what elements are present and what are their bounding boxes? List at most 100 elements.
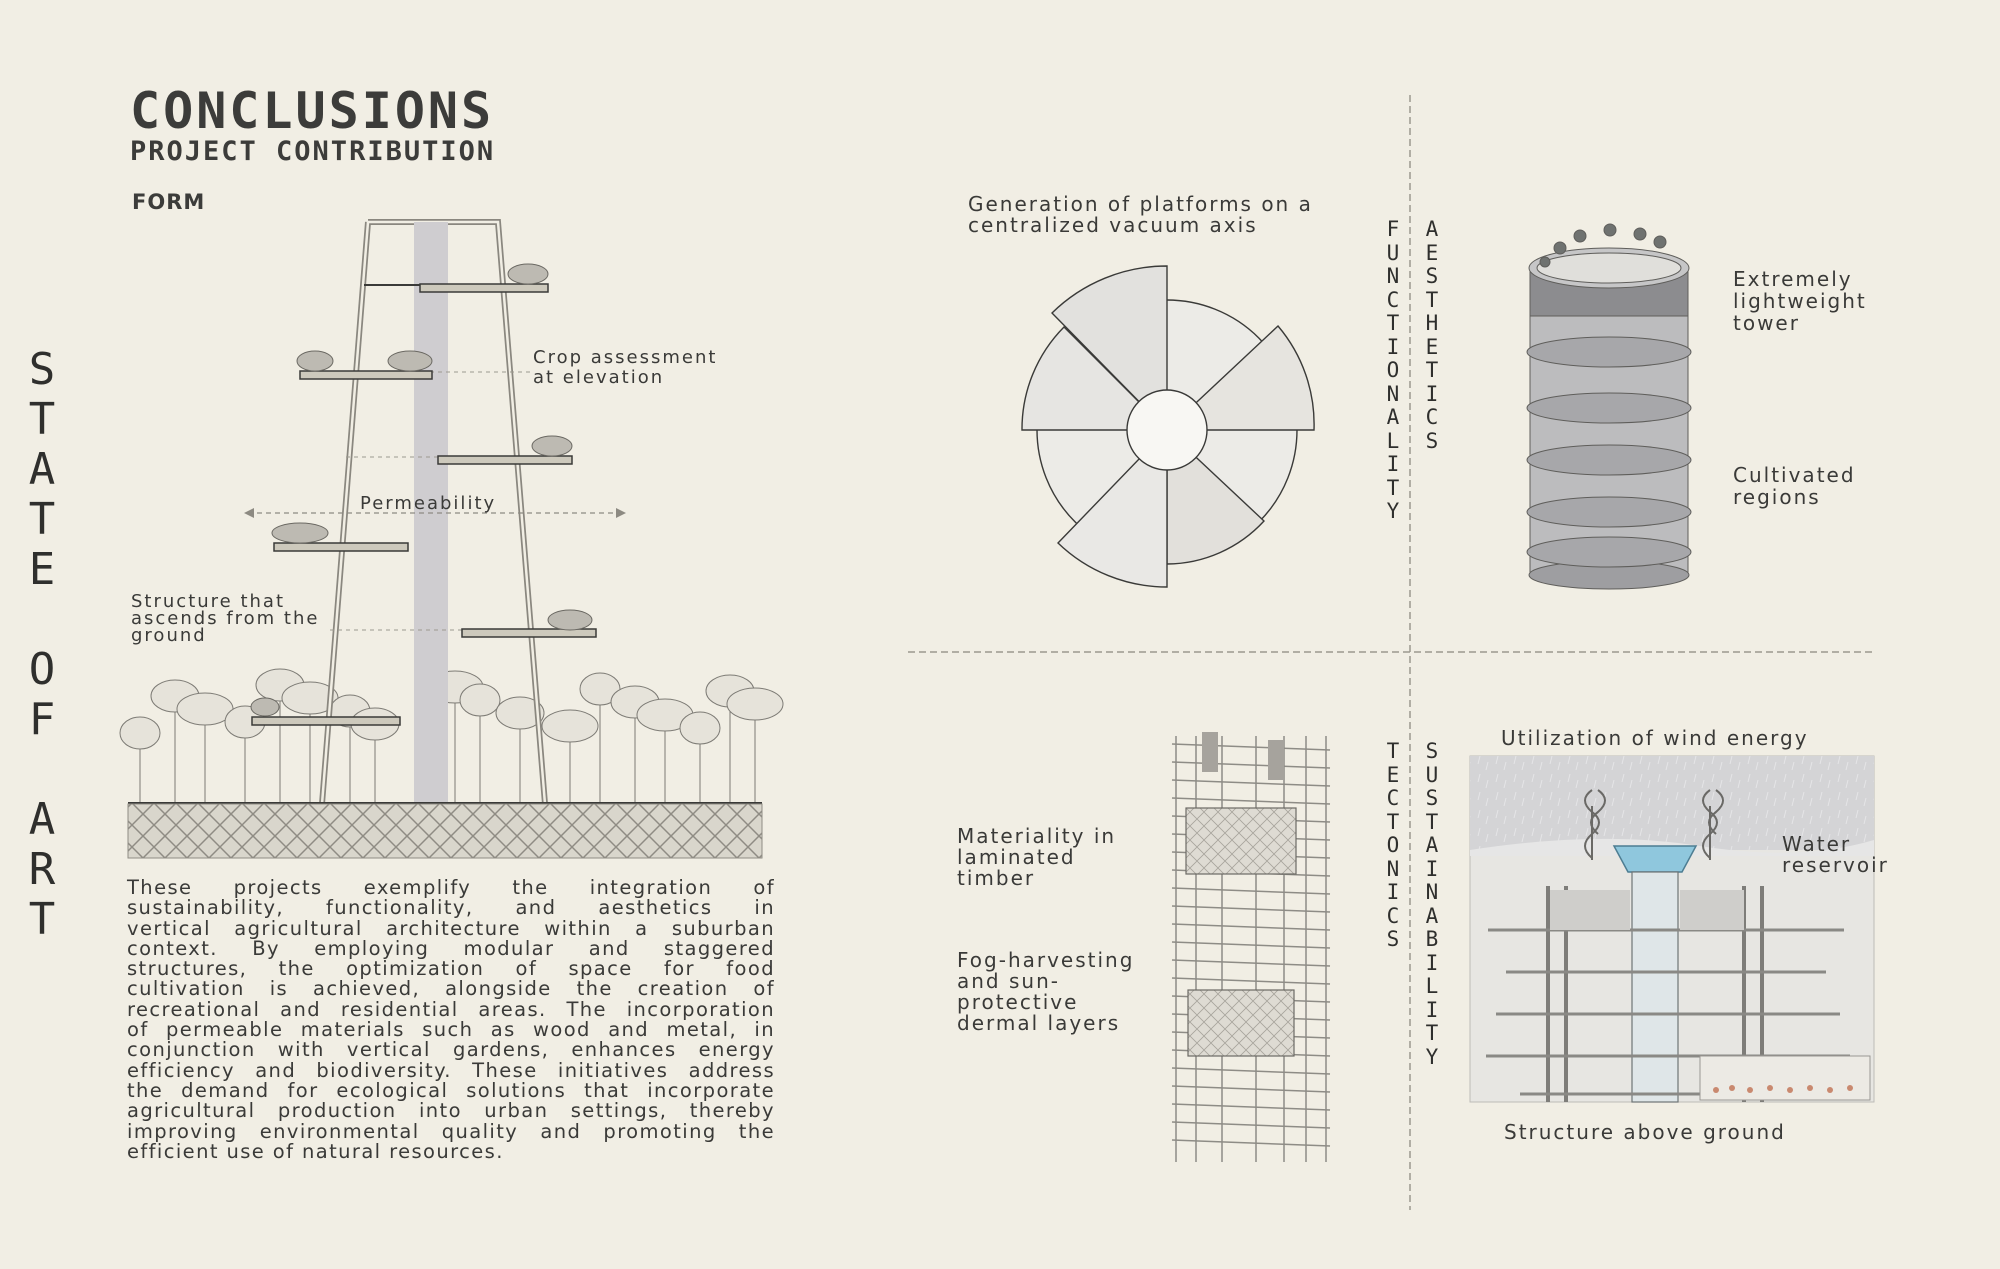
ground-hatch (127, 803, 763, 859)
lattice-beam (1171, 887, 1331, 895)
tree-crown (679, 711, 721, 745)
category-letter: I (1425, 997, 1439, 1022)
lattice-beam (1171, 1067, 1331, 1075)
label-wind-energy: Utilization of wind energy (1501, 726, 1809, 750)
category-letter: T (1425, 358, 1439, 382)
paragraph-line: conjunction with vertical gardens, enhan… (127, 1038, 775, 1062)
tree-crown (495, 696, 545, 730)
label-lightweight: Extremely lightweight tower (1733, 267, 1867, 335)
category-letter: O (1386, 833, 1400, 857)
tree-crown (176, 692, 234, 726)
category-letter: L (1386, 428, 1400, 453)
annotation-structure: Structure that ascends from the ground (131, 591, 320, 646)
label-fog-harvesting: Fog-harvesting and sun- protective derma… (957, 948, 1135, 1035)
side-title-letter: T (28, 894, 56, 945)
category-letter: Y (1425, 1044, 1439, 1069)
category-letter: N (1386, 264, 1400, 288)
lattice-beam (1171, 1085, 1331, 1093)
category-letter: T (1386, 475, 1400, 500)
tree-crown (541, 709, 599, 743)
category-letter: B (1425, 927, 1439, 951)
side-title-letter: S (28, 344, 56, 395)
lattice-beam (1171, 1103, 1331, 1111)
annotation-crop-assessment: Crop assessment at elevation (533, 347, 718, 388)
category-letter: A (1386, 405, 1400, 429)
paragraph-line: efficiency and biodiversity. These initi… (127, 1058, 775, 1082)
tree-crown (459, 683, 501, 717)
category-letter: T (1386, 311, 1400, 335)
paragraph-line: structures, the optimization of space fo… (127, 957, 775, 981)
paragraph-line: cultivation is achieved, alongside the c… (127, 977, 775, 1001)
paragraph-line: agricultural production into urban setti… (127, 1099, 775, 1123)
category-letter: S (1425, 786, 1439, 810)
category-letter: I (1386, 452, 1400, 476)
paragraph-line: vertical agricultural architecture withi… (127, 916, 775, 940)
category-letter: Y (1386, 499, 1400, 523)
paragraph-line: of permeable materials such as wood and … (127, 1018, 775, 1042)
category-letter: C (1386, 786, 1400, 810)
label-water-reservoir: Water reservoir (1782, 832, 1889, 877)
side-title-letter: F (28, 694, 56, 745)
platform-crops (250, 263, 593, 717)
label-materiality: Materiality in laminated timber (957, 824, 1117, 890)
paragraph-line: recreational and residential areas. The … (127, 997, 775, 1021)
category-letter: N (1425, 880, 1439, 904)
page-subtitle: PROJECT CONTRIBUTION (130, 136, 496, 167)
category-letter: C (1386, 903, 1400, 928)
category-letter: T (1386, 809, 1400, 834)
category-letter: S (1425, 264, 1439, 288)
category-letter: H (1425, 311, 1439, 335)
category-letter: I (1425, 381, 1439, 406)
category-letter: T (1425, 1021, 1439, 1045)
cylindrical-tower (1526, 223, 1692, 590)
tree-crown (726, 687, 784, 721)
category-letter: A (1425, 833, 1439, 857)
side-title-letter: O (28, 644, 56, 695)
paragraph-line: context. By employing modular and stagge… (127, 936, 775, 960)
lattice-beam (1171, 761, 1331, 769)
side-title-letter: R (28, 844, 56, 895)
paragraph-line: the demand for ecological solutions that… (127, 1078, 775, 1102)
paragraph-line: These projects exemplify the integration… (127, 876, 775, 899)
section-label-form: FORM (132, 190, 206, 214)
category-letter: I (1425, 856, 1439, 881)
tower-platforms (251, 283, 597, 726)
category-letter: E (1425, 334, 1439, 359)
category-letter: N (1386, 381, 1400, 406)
conclusion-paragraph: These projects exemplify the integration… (127, 876, 775, 1162)
side-title-letter: E (28, 544, 56, 595)
category-letter: O (1386, 358, 1400, 382)
lattice-beam (1171, 797, 1331, 805)
lattice-timber-tower (1171, 736, 1331, 1162)
annotation-permeability: Permeability (360, 493, 497, 514)
category-letter: L (1425, 974, 1439, 998)
side-title-letter: A (28, 794, 56, 845)
category-letter: T (1425, 287, 1439, 312)
label-cultivated: Cultivated regions (1733, 463, 1856, 509)
category-letter: C (1386, 287, 1400, 312)
paragraph-line: improving environmental quality and prom… (127, 1119, 775, 1143)
lattice-beam (1171, 743, 1331, 751)
wind-energy-section (1469, 755, 1875, 1103)
side-title-letter: T (28, 394, 56, 445)
category-letter: E (1425, 240, 1439, 265)
category-letter: I (1386, 880, 1400, 904)
lattice-beam (1171, 977, 1331, 985)
category-letter: C (1425, 405, 1439, 429)
pinwheel-platform-diagram (1021, 265, 1315, 588)
label-platforms: Generation of platforms on a centralized… (968, 192, 1313, 237)
label-structure-above-ground: Structure above ground (1504, 1120, 1786, 1144)
lattice-beam (1171, 959, 1331, 967)
tree-line (119, 668, 784, 803)
category-letter: U (1425, 762, 1439, 787)
lattice-beam (1171, 1139, 1331, 1147)
lattice-beam (1171, 905, 1331, 913)
page-title: CONCLUSIONS (130, 82, 495, 140)
lattice-beam (1171, 923, 1331, 931)
